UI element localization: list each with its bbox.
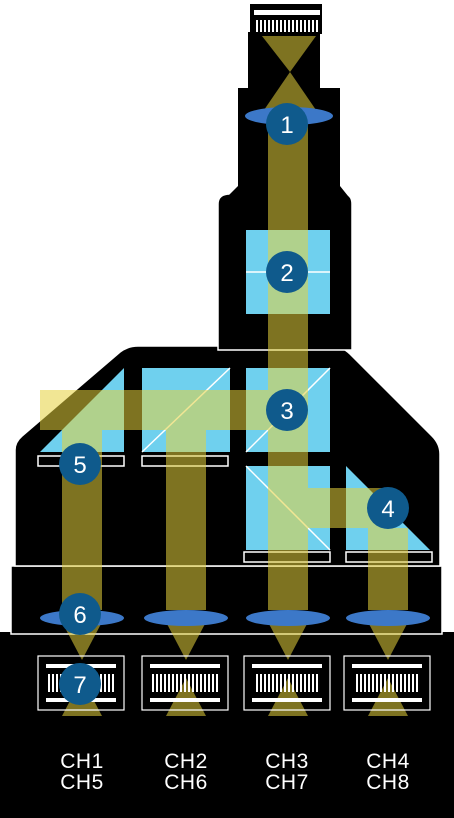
detector-housing	[0, 632, 454, 818]
beam-exit-2	[166, 678, 206, 716]
step-badge-4: 4	[367, 487, 409, 529]
svg-text:1: 1	[280, 112, 293, 139]
detector-4	[343, 655, 431, 711]
objective-cap-fins	[254, 20, 320, 32]
beam-objective-cone	[264, 72, 316, 110]
svg-text:4: 4	[381, 496, 394, 523]
beam-focus-4	[368, 622, 408, 660]
beam-channel-2	[166, 430, 206, 610]
detector-2	[141, 655, 229, 711]
channel-2-bottom-label: CH6	[164, 771, 208, 794]
beam-channel-4	[368, 528, 408, 610]
svg-text:6: 6	[73, 602, 86, 629]
objective-cap-rim	[254, 10, 320, 15]
channel-1-top-label: CH1	[60, 750, 104, 773]
beam-exit-4	[368, 678, 408, 716]
beam-channel-3	[268, 460, 308, 610]
step-badge-6: 6	[59, 593, 101, 635]
channel-labels: CH1 CH5 CH2 CH6 CH3 CH7 CH4 CH8	[60, 750, 410, 794]
channel-4-bottom-label: CH8	[366, 771, 410, 794]
channel-2-top-label: CH2	[164, 750, 208, 773]
focus-lens-2	[144, 610, 228, 626]
detector-3	[243, 655, 331, 711]
svg-text:3: 3	[280, 398, 293, 425]
channel-3-top-label: CH3	[265, 750, 309, 773]
step-badges: 1 2 3 4 5 6 7	[59, 103, 409, 705]
beam-focus-3	[268, 622, 308, 660]
beam-horizontal-upper	[40, 390, 268, 430]
lenses	[40, 107, 430, 626]
beam-entry-cone	[262, 36, 316, 72]
beam-exit-3	[268, 678, 308, 716]
svg-text:5: 5	[73, 452, 86, 479]
channel-3-bottom-label: CH7	[265, 771, 309, 794]
focus-lens-4	[346, 610, 430, 626]
channel-1-bottom-label: CH5	[60, 771, 104, 794]
svg-text:2: 2	[280, 260, 293, 287]
beam-focus-2	[166, 622, 206, 660]
step-badge-3: 3	[266, 389, 308, 431]
prism-group	[40, 230, 430, 551]
channel-4-top-label: CH4	[366, 750, 410, 773]
step-badge-2: 2	[266, 251, 308, 293]
step-badge-1: 1	[266, 103, 308, 145]
svg-text:7: 7	[73, 672, 86, 699]
focus-lens-3	[246, 610, 330, 626]
step-badge-7: 7	[59, 663, 101, 705]
step-badge-5: 5	[59, 443, 101, 485]
